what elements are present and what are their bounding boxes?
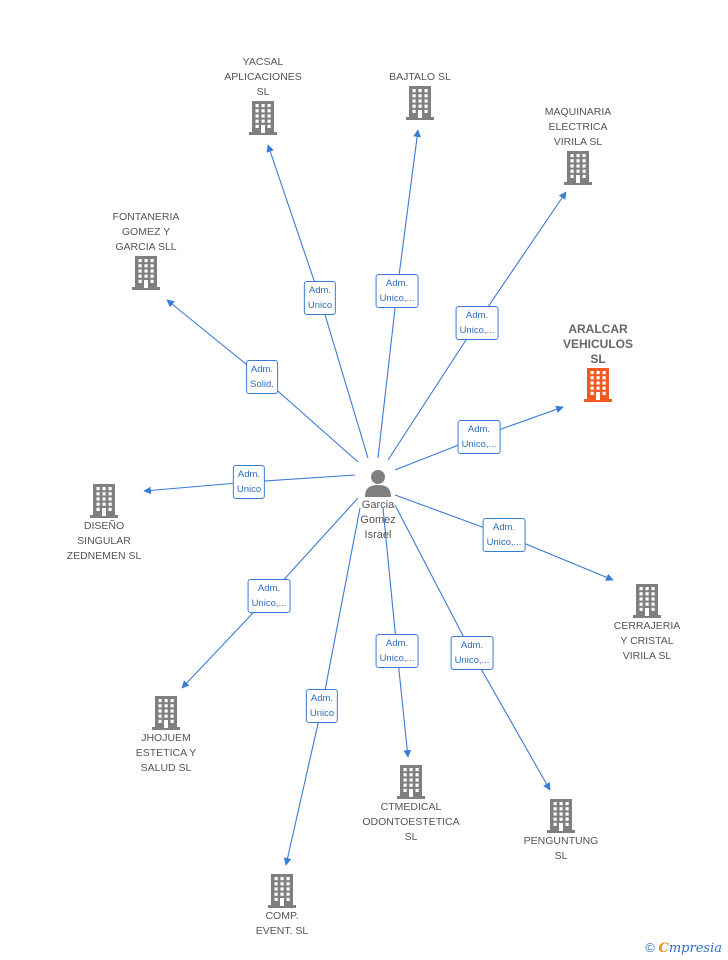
role-label-fontaneria[interactable]: Adm. Solid.	[246, 360, 278, 394]
role-label-bajtalo[interactable]: Adm. Unico,...	[375, 274, 419, 308]
building-icon	[90, 484, 118, 518]
building-icon	[268, 874, 296, 908]
company-name: FONTANERIA GOMEZ Y GARCIA SLL	[112, 211, 180, 253]
person-name: Garcia Gomez Israel	[360, 499, 396, 541]
company-name: YACSAL APLICACIONES SL	[224, 56, 302, 98]
role-label-penguntung[interactable]: Adm. Unico,...	[450, 636, 494, 670]
company-name: COMP. EVENT. SL	[255, 910, 309, 937]
company-node-comp[interactable]: COMP. EVENT. SL	[222, 873, 342, 939]
edge-comp	[283, 507, 361, 866]
building-icon	[547, 799, 575, 833]
company-name: MAQUINARIA ELECTRICA VIRILA SL	[544, 106, 612, 148]
company-node-cerrajeria[interactable]: CERRAJERIA Y CRISTAL VIRILA SL	[587, 583, 707, 664]
copyright-icon: ©	[645, 940, 655, 955]
person-icon	[365, 470, 391, 497]
building-icon	[397, 765, 425, 799]
company-node-aralcar[interactable]: ARALCAR VEHICULOS SL	[538, 322, 658, 403]
role-label-maquinaria[interactable]: Adm. Unico,...	[455, 306, 499, 340]
company-node-maquinaria[interactable]: MAQUINARIA ELECTRICA VIRILA SL	[518, 105, 638, 186]
person-node[interactable]: Garcia Gomez Israel	[338, 468, 418, 543]
building-icon	[152, 696, 180, 730]
company-name: ARALCAR VEHICULOS SL	[562, 322, 633, 366]
company-name: PENGUNTUNG SL	[523, 835, 599, 862]
company-name: JHOJUEM ESTETICA Y SALUD SL	[135, 732, 197, 774]
role-label-ctmedical[interactable]: Adm. Unico,...	[375, 634, 419, 668]
building-icon	[584, 368, 612, 402]
company-name: CTMEDICAL ODONTOESTETICA SL	[362, 801, 460, 843]
company-name: CERRAJERIA Y CRISTAL VIRILA SL	[613, 620, 681, 662]
brand-name: mpresia	[668, 941, 722, 956]
role-label-cerrajeria[interactable]: Adm. Unico,...	[482, 518, 526, 552]
building-icon	[633, 584, 661, 618]
brand-logo-mark: C	[658, 941, 669, 956]
company-name: BAJTALO SL	[389, 71, 451, 83]
company-node-jhojuem[interactable]: JHOJUEM ESTETICA Y SALUD SL	[106, 695, 226, 776]
building-icon	[406, 86, 434, 120]
company-node-penguntung[interactable]: PENGUNTUNG SL	[501, 798, 621, 864]
role-label-aralcar[interactable]: Adm. Unico,...	[457, 420, 501, 454]
building-icon	[249, 101, 277, 135]
company-name: DISEÑO SINGULAR ZEDNEMEN SL	[66, 520, 142, 562]
role-label-yacsal[interactable]: Adm. Unico	[303, 281, 337, 315]
company-node-yacsal[interactable]: YACSAL APLICACIONES SL	[203, 55, 323, 136]
company-node-fontaneria[interactable]: FONTANERIA GOMEZ Y GARCIA SLL	[86, 210, 206, 291]
brand-watermark: © Cmpresia	[645, 940, 722, 956]
company-node-diseno[interactable]: DISEÑO SINGULAR ZEDNEMEN SL	[44, 483, 164, 564]
company-node-bajtalo[interactable]: BAJTALO SL	[360, 70, 480, 121]
role-label-jhojuem[interactable]: Adm. Unico,...	[247, 579, 291, 613]
edge-ctmedical	[382, 507, 412, 758]
building-icon	[132, 256, 160, 290]
role-label-comp[interactable]: Adm. Unico	[305, 689, 339, 723]
company-node-ctmedical[interactable]: CTMEDICAL ODONTOESTETICA SL	[351, 764, 471, 845]
role-label-diseno[interactable]: Adm. Unico	[232, 465, 266, 499]
building-icon	[564, 151, 592, 185]
